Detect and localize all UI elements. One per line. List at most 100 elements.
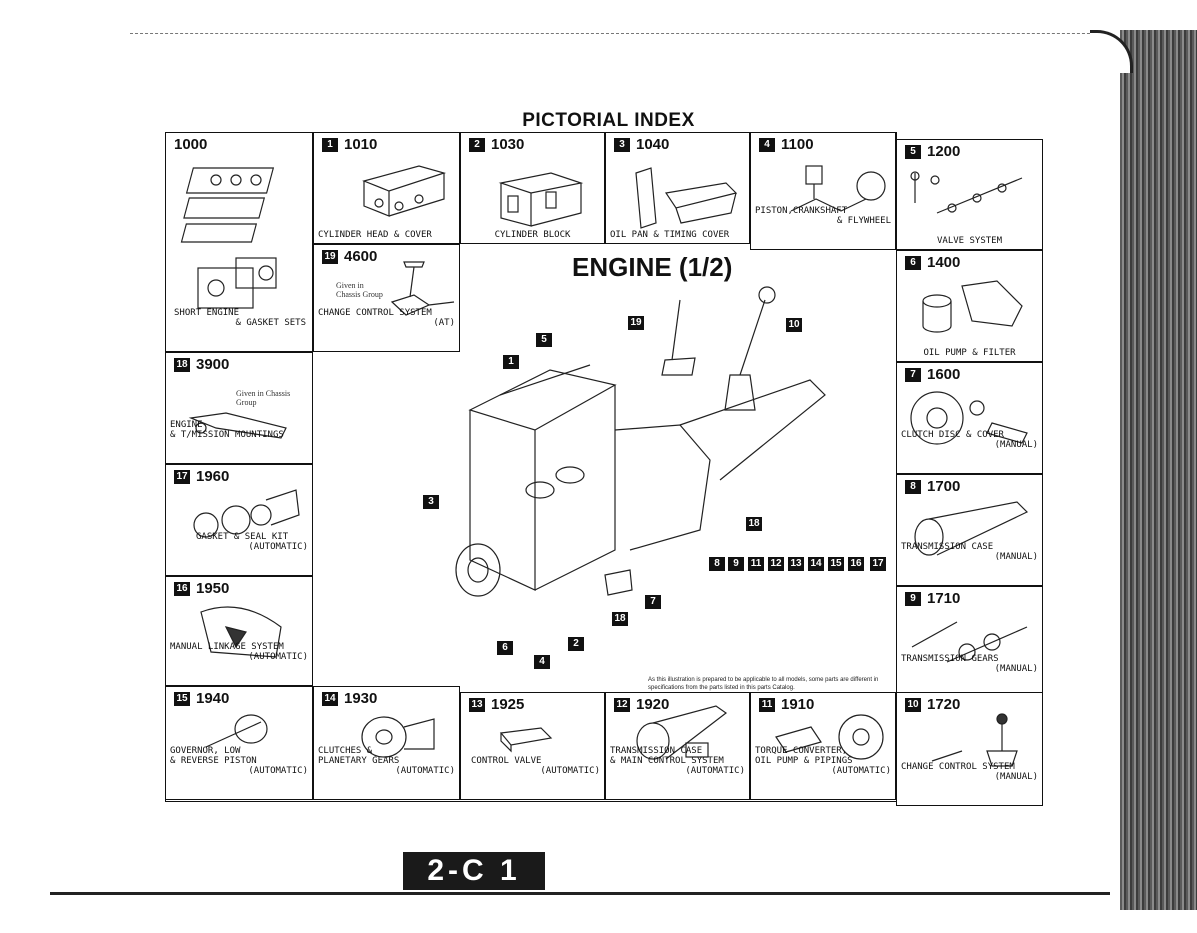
callout-10: 10 — [786, 318, 802, 332]
callout-9: 9 — [728, 557, 744, 571]
part-caption: ENGINE& T/MISSION MOUNTINGS — [170, 420, 284, 440]
callout-17: 17 — [870, 557, 886, 571]
callout-16: 16 — [848, 557, 864, 571]
section-badge: 19 — [322, 249, 338, 264]
cylinder-head-illustration — [362, 165, 447, 217]
index-cell-1960[interactable]: 17 1960 GASKET & SEAL KIT(AUTOMATIC) — [165, 464, 313, 576]
engine-assembly-illustration — [455, 286, 826, 597]
part-group-code: 1920 — [636, 696, 670, 713]
section-badge: 3 — [614, 137, 630, 152]
torque-converter-illustration — [775, 714, 884, 760]
part-group-code: 1940 — [196, 690, 230, 707]
part-group-code: 1400 — [927, 254, 961, 271]
section-badge: 7 — [905, 367, 921, 382]
page-number: 2-C 1 — [403, 852, 545, 890]
part-caption: CYLINDER BLOCK — [494, 230, 571, 240]
part-caption: OIL PUMP & FILTER — [923, 348, 1016, 358]
callout-4: 4 — [534, 655, 550, 669]
part-group-code: 1910 — [781, 696, 815, 713]
oil-filter-illustration — [922, 280, 1023, 333]
part-group-code: 1960 — [196, 468, 230, 485]
section-badge: 15 — [174, 691, 190, 706]
section-badge: 12 — [614, 697, 630, 712]
part-caption: GASKET & SEAL KIT(AUTOMATIC) — [196, 532, 308, 552]
governor-illustration — [205, 714, 268, 748]
scan-top-edge — [130, 33, 1110, 34]
planetary-gear-illustration — [361, 716, 435, 758]
chassis-group-note: Given in Chassis Group — [236, 389, 291, 407]
camshaft-illustration — [910, 171, 1023, 214]
section-badge: 8 — [905, 479, 921, 494]
part-caption: CONTROL VALVE(AUTOMATIC) — [471, 756, 600, 776]
part-caption: CHANGE CONTROL SYSTEM(AT) — [318, 308, 455, 328]
section-badge: 11 — [759, 697, 775, 712]
engine-mount-illustration — [188, 412, 287, 439]
index-cell-1400[interactable]: 6 1400 OIL PUMP & FILTER — [896, 250, 1043, 362]
callout-11: 11 — [748, 557, 764, 571]
part-group-code: 1930 — [344, 690, 378, 707]
part-group-code: 1925 — [491, 696, 525, 713]
part-group-code: 3900 — [196, 356, 230, 373]
callout-12: 12 — [768, 557, 784, 571]
section-badge: 14 — [322, 691, 338, 706]
section-badge: 6 — [905, 255, 921, 270]
section-title: ENGINE (1/2) — [572, 252, 733, 282]
linkage-illustration — [200, 606, 282, 658]
index-cell-4600[interactable]: 19 4600 Given in Chassis Group CHANGE CON… — [313, 244, 460, 352]
section-badge: 9 — [905, 591, 921, 606]
part-caption: PISTON,CRANKSHAFT& FLYWHEEL — [755, 206, 891, 226]
index-cell-1030[interactable]: 2 1030 CYLINDER BLOCK — [460, 132, 605, 244]
part-group-code: 1200 — [927, 143, 961, 160]
callout-1: 1 — [503, 355, 519, 369]
part-group-code: 1700 — [927, 478, 961, 495]
at-shift-lever-illustration — [390, 261, 455, 316]
part-group-code: 1710 — [927, 590, 961, 607]
part-caption: TRANSMISSION CASE & MAIN CONTROL SYSTEM(… — [610, 746, 745, 776]
part-group-code: 1100 — [781, 136, 814, 153]
section-badge: 18 — [174, 357, 190, 372]
section-badge: 17 — [174, 469, 190, 484]
part-caption: VALVE SYSTEM — [936, 236, 1003, 246]
page-title: PICTORIAL INDEX — [522, 110, 695, 131]
section-badge: 10 — [905, 697, 921, 712]
gears-illustration — [911, 621, 1028, 663]
index-cell-1000[interactable]: 1000 SHORT ENGINE& GASKET SETS — [165, 132, 313, 352]
part-group-code: 1030 — [491, 136, 525, 153]
binder-edge — [1120, 30, 1197, 910]
part-caption: OIL PAN & TIMING COVER — [610, 230, 730, 240]
index-cell-3900[interactable]: 18 3900 Given in Chassis Group ENGINE& T/… — [165, 352, 313, 464]
callout-7: 7 — [645, 595, 661, 609]
index-cell-1700[interactable]: 8 1700 TRANSMISSION CASE(MANUAL) — [896, 474, 1043, 586]
callout-18-mount: 18 — [746, 517, 762, 531]
transmission-case-illustration — [914, 501, 1029, 556]
oil-pan-illustration — [635, 167, 738, 229]
index-cell-1920[interactable]: 12 1920 TRANSMISSION CASE & MAIN CONTROL … — [605, 692, 750, 800]
part-group-code: 1720 — [927, 696, 961, 713]
part-caption: TRANSMISSION CASE(MANUAL) — [901, 542, 1038, 562]
callout-14: 14 — [808, 557, 824, 571]
index-cell-1910[interactable]: 11 1910 TORQUE CONVERTER, OIL PUMP & PIPI… — [750, 692, 896, 800]
index-cell-1040[interactable]: 3 1040 OIL PAN & TIMING COVER — [605, 132, 750, 244]
seal-kit-illustration — [193, 489, 300, 538]
callout-2: 2 — [568, 637, 584, 651]
callout-19: 19 — [628, 316, 644, 330]
section-badge: 2 — [469, 137, 485, 152]
section-badge: 16 — [174, 581, 190, 596]
part-group-code: 1040 — [636, 136, 670, 153]
part-group-code: 4600 — [344, 248, 378, 265]
short-engine-illustration — [180, 167, 277, 309]
part-caption: TORQUE CONVERTER, OIL PUMP & PIPINGS(AUT… — [755, 746, 891, 776]
part-caption: SHORT ENGINE& GASKET SETS — [174, 308, 306, 328]
illustration-disclaimer: As this illustration is prepared to be a… — [648, 677, 879, 691]
chassis-group-note: Given in Chassis Group — [336, 281, 383, 299]
